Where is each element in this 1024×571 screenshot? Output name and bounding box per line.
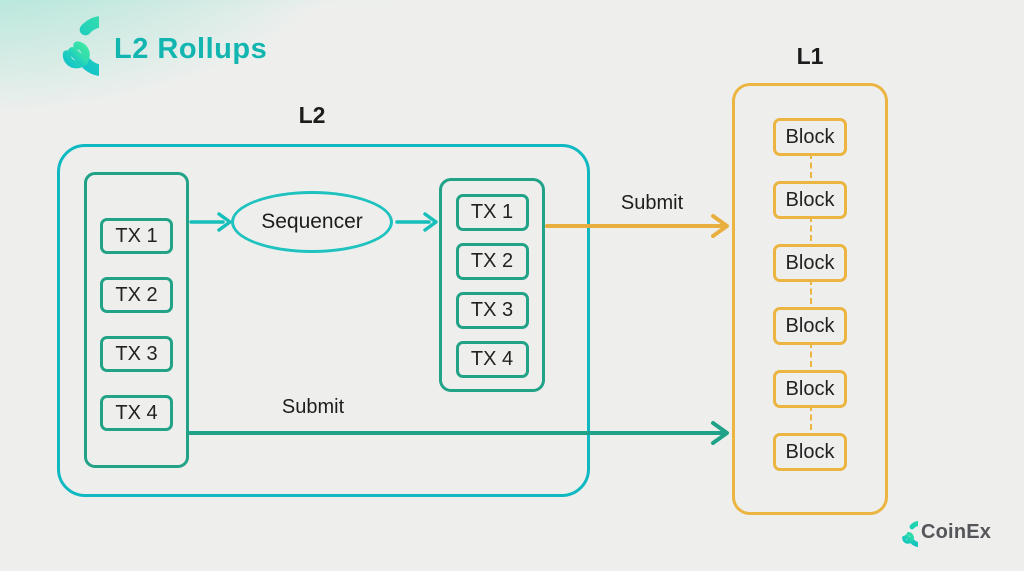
tx-item: TX 4 (455, 341, 529, 378)
block-item: Block (773, 244, 847, 304)
block-item: Block (773, 181, 847, 241)
tx-item: TX 2 (455, 243, 529, 280)
page-title: L2 Rollups (114, 33, 268, 65)
l1-zone-label: L1 (796, 43, 824, 69)
tx-item: TX 1 (100, 218, 173, 254)
tx-item: TX 3 (455, 292, 529, 329)
tx-item: TX 2 (100, 277, 173, 313)
l1-chain-box: Block Block Block Block Block Block (732, 83, 888, 515)
sequencer-node: Sequencer (231, 191, 393, 253)
submit-label-bottom: Submit (281, 396, 345, 418)
coinex-footer-logo-icon (902, 520, 918, 548)
brand-name: CoinEx (921, 521, 992, 543)
tx-item: TX 4 (100, 395, 173, 431)
pending-tx-stack: TX 1 TX 2 TX 3 TX 4 (84, 172, 189, 468)
tx-item: TX 3 (100, 336, 173, 372)
block-item: Block (773, 370, 847, 430)
coinex-logo-icon (62, 16, 99, 76)
submit-label-top: Submit (620, 192, 684, 214)
ordered-tx-stack: TX 1 TX 2 TX 3 TX 4 (439, 178, 545, 392)
tx-item: TX 1 (455, 194, 529, 231)
block-item: Block (773, 307, 847, 367)
block-item: Block (773, 433, 847, 471)
block-item: Block (773, 118, 847, 178)
l2-zone-label: L2 (298, 102, 326, 128)
l2-container-box (57, 144, 590, 497)
